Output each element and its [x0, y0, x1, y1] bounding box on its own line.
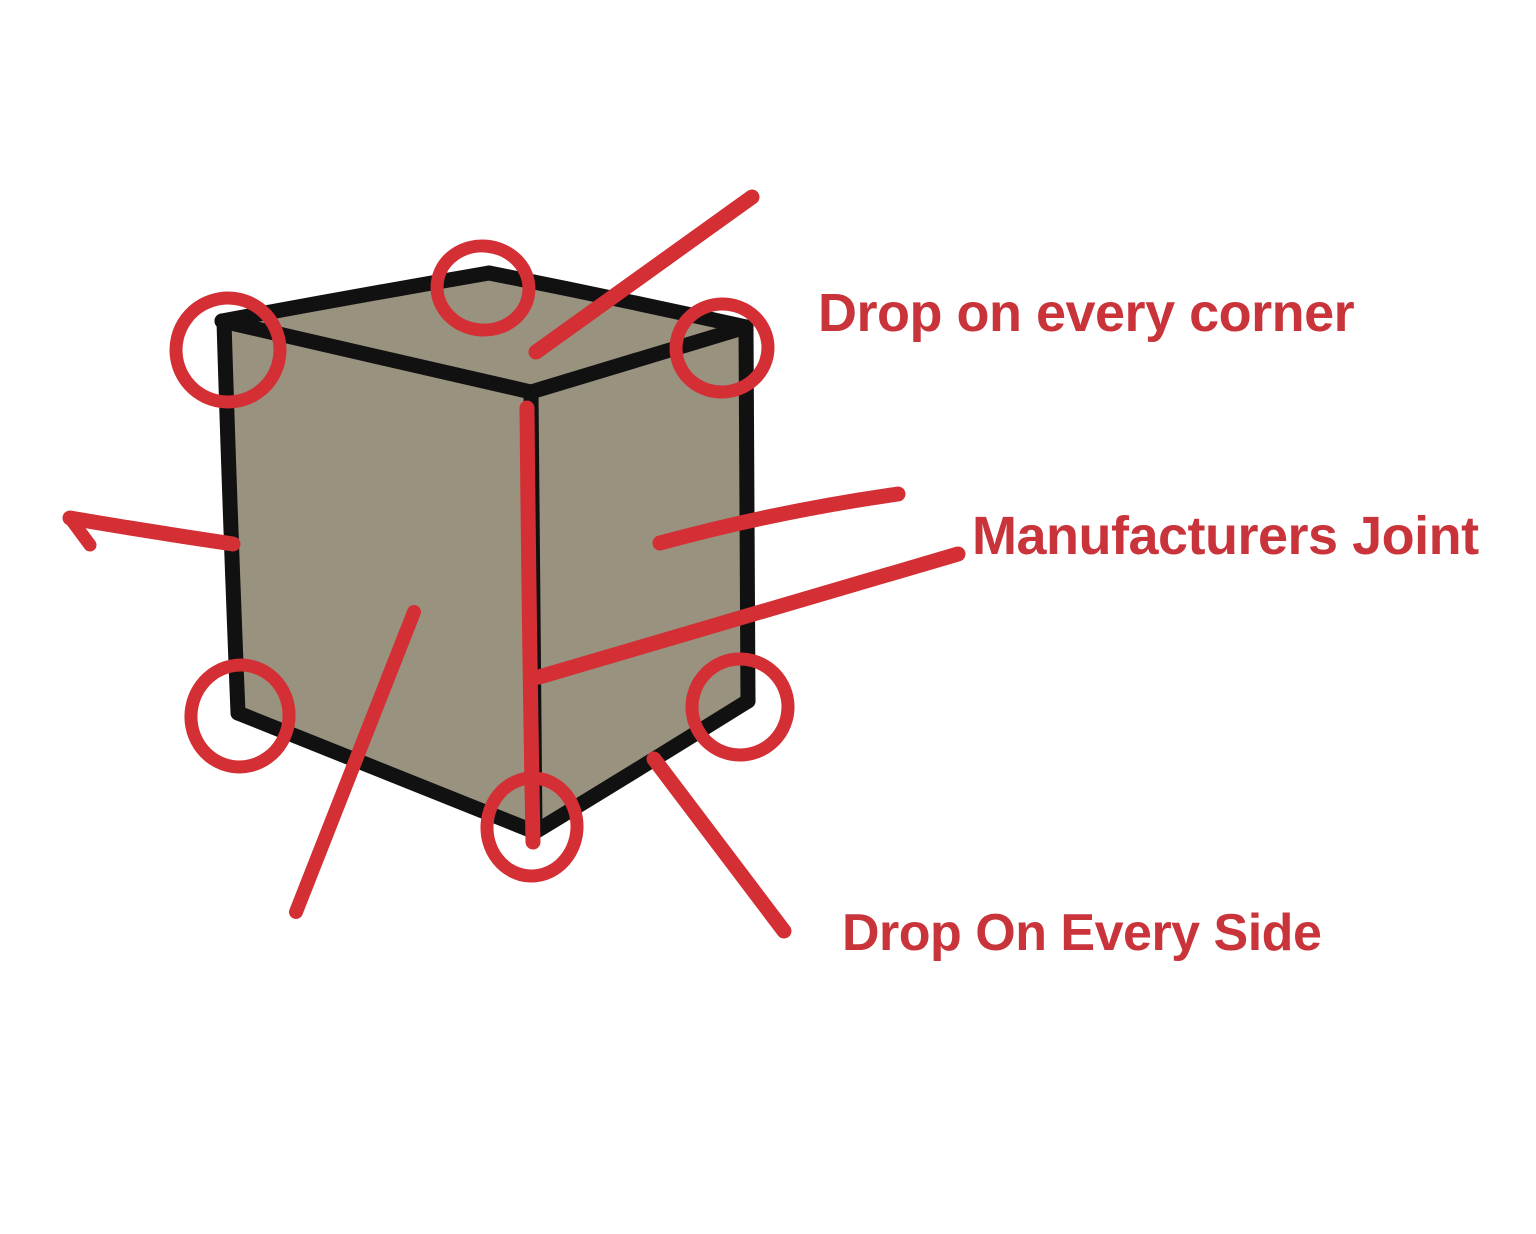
- side-pointer-left-arrow-shaft: [62, 510, 241, 552]
- corner-pointer-diagonal-line: [528, 189, 760, 360]
- cardboard-box-group: [214, 265, 756, 840]
- label-manufacturers-joint: Manufacturers Joint: [972, 506, 1479, 566]
- joint-pointer-lower-line: [531, 546, 966, 685]
- side-pointer-lower-left-line: [289, 605, 421, 919]
- label-drop-on-every-corner: Drop on every corner: [818, 283, 1355, 343]
- circle-top-right-corner-icon: [669, 297, 775, 399]
- side-pointer-vertical-line: [519, 400, 541, 850]
- annotation-marks-group: [62, 189, 966, 939]
- side-pointer-left-arrow-head-icon: [63, 511, 97, 552]
- circle-top-apex-corner-icon: [430, 239, 536, 337]
- joint-pointer-upper-line: [652, 486, 906, 551]
- box-edge-top-back-left: [214, 265, 497, 329]
- box-edge-vertical-right: [738, 319, 756, 709]
- circle-bottom-right-corner-icon: [685, 652, 795, 762]
- circle-top-back-left-corner-icon: [169, 291, 287, 409]
- box-left-face: [222, 320, 535, 832]
- circle-bottom-left-corner-icon: [184, 658, 296, 774]
- box-edge-top-front-left: [214, 313, 539, 400]
- box-edge-bottom-left: [230, 705, 543, 840]
- box-edge-bottom-right: [527, 693, 756, 840]
- label-drop-on-every-side: Drop On Every Side: [842, 904, 1322, 962]
- side-pointer-lower-right-line: [646, 751, 792, 939]
- box-right-face: [530, 326, 748, 832]
- box-edge-top-front-right: [523, 319, 754, 400]
